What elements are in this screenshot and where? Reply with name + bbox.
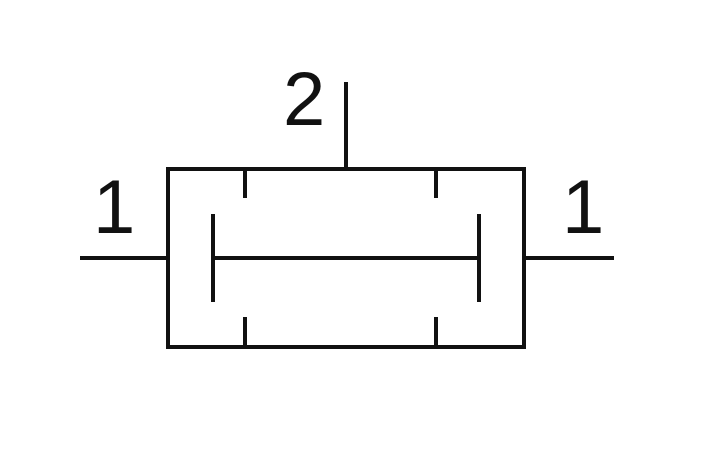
- left-port-label: 1: [93, 165, 135, 250]
- right-port-label: 1: [562, 165, 604, 250]
- top-port-label: 2: [283, 57, 325, 142]
